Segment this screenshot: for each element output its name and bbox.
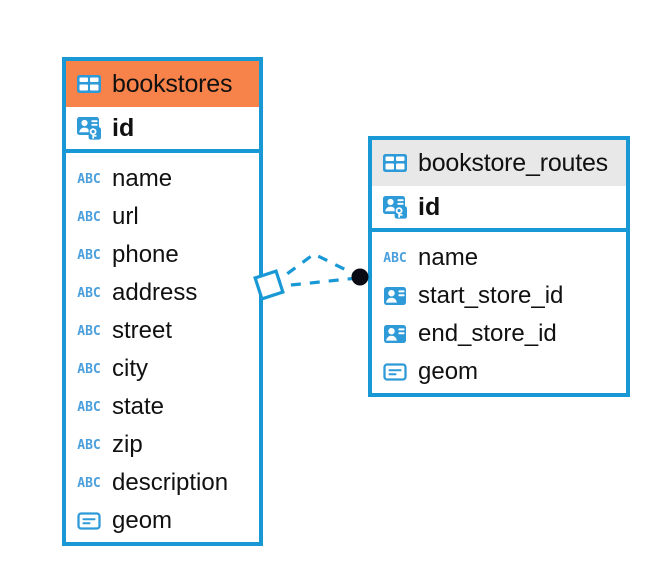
filled-circle-marker (351, 268, 369, 286)
relationship-line-arc (271, 252, 359, 287)
field-row[interactable]: ABC description (66, 464, 259, 502)
abc-icon: ABC (77, 475, 101, 491)
abc-icon: ABC (77, 399, 101, 415)
field-label: url (112, 203, 139, 230)
key-card-icon (381, 193, 409, 221)
abc-icon: ABC (77, 437, 101, 453)
field-row[interactable]: start_store_id (372, 277, 626, 315)
entity-bookstore-routes[interactable]: bookstore_routes id ABC (368, 136, 630, 397)
field-label: zip (112, 431, 143, 458)
field-row[interactable]: ABC state (66, 388, 259, 426)
field-row[interactable]: ABC name (66, 160, 259, 198)
primary-key-label: id (112, 113, 135, 142)
geometry-icon (75, 507, 103, 535)
abc-icon: ABC (77, 285, 101, 301)
field-row[interactable]: end_store_id (372, 315, 626, 353)
field-row[interactable]: ABC street (66, 312, 259, 350)
field-row[interactable]: ABC phone (66, 236, 259, 274)
card-icon (381, 320, 409, 348)
primary-key-label: id (418, 192, 441, 221)
field-label: geom (418, 358, 479, 385)
abc-icon: ABC (77, 209, 101, 225)
field-row[interactable]: ABC url (66, 198, 259, 236)
geometry-icon (381, 358, 409, 386)
field-list-bookstores: ABC name ABC url ABC phone ABC address A… (66, 153, 259, 548)
field-label: end_store_id (418, 320, 557, 347)
abc-icon: ABC (383, 250, 407, 266)
field-row-primary-key[interactable]: id (66, 107, 259, 153)
field-label: street (112, 317, 173, 344)
entity-title: bookstore_routes (418, 148, 608, 177)
field-label: name (112, 165, 173, 192)
field-row[interactable]: ABC zip (66, 426, 259, 464)
field-label: state (112, 393, 165, 420)
field-label: start_store_id (418, 282, 564, 309)
abc-icon: ABC (77, 323, 101, 339)
field-label: description (112, 469, 229, 496)
table-icon (381, 149, 409, 177)
field-label: name (418, 244, 479, 271)
field-label: city (112, 355, 148, 382)
card-icon (381, 282, 409, 310)
entity-header-bookstore-routes[interactable]: bookstore_routes (372, 140, 626, 186)
field-list-bookstore-routes: ABC name start_store_id (372, 232, 626, 399)
relationship-line-straight (271, 276, 359, 289)
field-label: address (112, 279, 198, 306)
field-label: phone (112, 241, 179, 268)
field-row[interactable]: ABC name (372, 239, 626, 277)
abc-icon: ABC (77, 361, 101, 377)
entity-header-bookstores[interactable]: bookstores (66, 61, 259, 107)
field-label: geom (112, 507, 173, 534)
field-row[interactable]: geom (66, 502, 259, 540)
entity-bookstores[interactable]: bookstores id ABC (62, 57, 263, 546)
field-row[interactable]: ABC address (66, 274, 259, 312)
field-row[interactable]: geom (372, 353, 626, 391)
relationship-connector[interactable] (250, 240, 380, 320)
field-row-primary-key[interactable]: id (372, 186, 626, 232)
entity-title: bookstores (112, 69, 233, 98)
abc-icon: ABC (77, 247, 101, 263)
key-card-icon (75, 114, 103, 142)
field-row[interactable]: ABC city (66, 350, 259, 388)
abc-icon: ABC (77, 171, 101, 187)
table-icon (75, 70, 103, 98)
